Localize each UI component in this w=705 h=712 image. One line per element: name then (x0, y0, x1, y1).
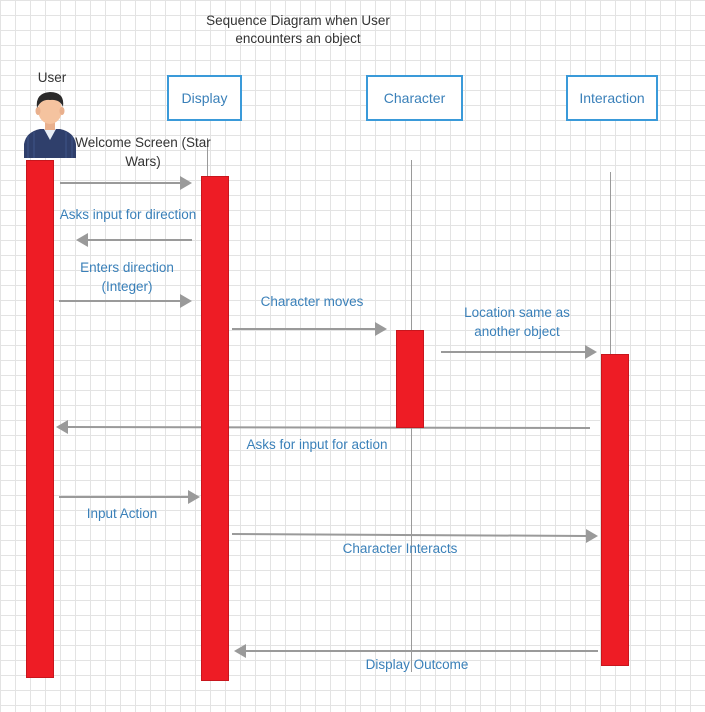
message-label-character-interacts: Character Interacts (342, 541, 458, 556)
object-interaction[interactable]: Interaction (566, 75, 658, 121)
activation-interaction (601, 354, 629, 666)
message-label-display-outcome: Display Outcome (365, 657, 469, 672)
message-label-location-same: Location same as another object (464, 305, 570, 339)
user-avatar-icon (22, 90, 78, 163)
diagram-title: Sequence Diagram when User encounters an… (206, 13, 390, 46)
activation-character (396, 330, 424, 428)
lifeline-display (207, 138, 208, 178)
message-label-character-moves: Character moves (260, 294, 364, 309)
object-display[interactable]: Display (167, 75, 242, 121)
object-character[interactable]: Character (366, 75, 463, 121)
actor-label: User (37, 70, 67, 85)
activation-display (201, 176, 229, 681)
message-label-input-action: Input Action (86, 506, 158, 521)
activation-user (26, 160, 54, 678)
message-label-asks-direction: Asks input for direction (59, 207, 197, 222)
message-label-asks-action: Asks for input for action (246, 437, 388, 452)
message-label-welcome: Welcome Screen (Star Wars) (75, 135, 211, 169)
message-label-enters-direction: Enters direction (Integer) (80, 260, 174, 294)
lifeline-interaction (610, 172, 611, 354)
